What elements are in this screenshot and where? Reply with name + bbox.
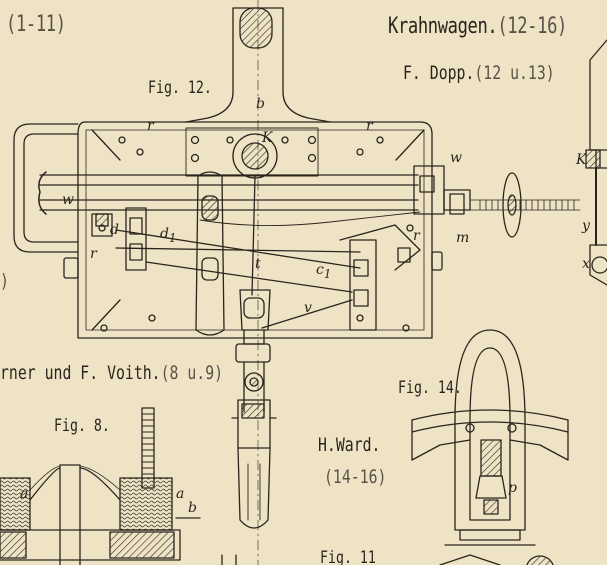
fig12-label: Fig. 12. xyxy=(148,78,212,98)
fig14-label: Fig. 14. xyxy=(398,378,462,398)
part-v: v xyxy=(304,300,312,316)
part-r-3: r xyxy=(90,246,97,262)
ward-title: H.Ward. xyxy=(318,434,381,456)
part-c1: c1 xyxy=(316,262,331,281)
part-a-right: a xyxy=(176,486,185,502)
part-K: K xyxy=(262,130,273,146)
part-r-1: r xyxy=(147,118,154,134)
dopp-heading: F. Dopp.(12 u.13) xyxy=(403,62,555,84)
fig8-label: Fig. 8. xyxy=(54,416,110,436)
fig14-drawing xyxy=(411,329,569,546)
crane-heading: Krahnwagen.(12-16) xyxy=(388,14,567,39)
crane-range: (12-16) xyxy=(497,14,567,39)
part-K-right: K xyxy=(576,152,587,168)
part-d1-letter: d xyxy=(160,226,169,242)
part-w-left: w xyxy=(62,192,74,208)
part-b-small: b xyxy=(188,500,197,516)
part-x: x xyxy=(582,256,590,272)
part-r-2: r xyxy=(366,118,373,134)
part-c1-letter: c xyxy=(316,262,324,278)
part-m: m xyxy=(456,230,470,246)
part-d1: d1 xyxy=(160,226,176,245)
part-p: p xyxy=(508,480,517,496)
part-a-left: a xyxy=(20,486,29,502)
ward-range: (14-16) xyxy=(324,466,387,488)
part-y: y xyxy=(582,218,590,234)
part-w-right: w xyxy=(450,150,462,166)
fig8-drawing xyxy=(0,407,201,565)
top-left-range: (1-11) xyxy=(6,12,66,37)
voith-range: (8 u.9) xyxy=(160,362,224,384)
voith-title: rner und F. Voith. xyxy=(0,362,161,384)
left-paren: ) xyxy=(0,270,9,292)
part-d: d xyxy=(110,222,119,238)
part-c1-sub: 1 xyxy=(323,266,332,281)
dopp-title: F. Dopp. xyxy=(403,62,475,84)
side-view-fragment xyxy=(585,39,607,286)
fig11-drawing xyxy=(221,554,554,565)
part-r-4: r xyxy=(413,228,420,244)
fig12-drawing xyxy=(13,0,581,565)
voith-heading: rner und F. Voith.(8 u.9) xyxy=(0,362,223,384)
crane-title: Krahnwagen. xyxy=(388,14,498,39)
part-t: t xyxy=(255,256,261,272)
part-d1-sub: 1 xyxy=(168,230,177,245)
fig11-label: Fig. 11 xyxy=(320,548,376,565)
dopp-range: (12 u.13) xyxy=(474,62,555,84)
part-b: b xyxy=(256,96,265,112)
